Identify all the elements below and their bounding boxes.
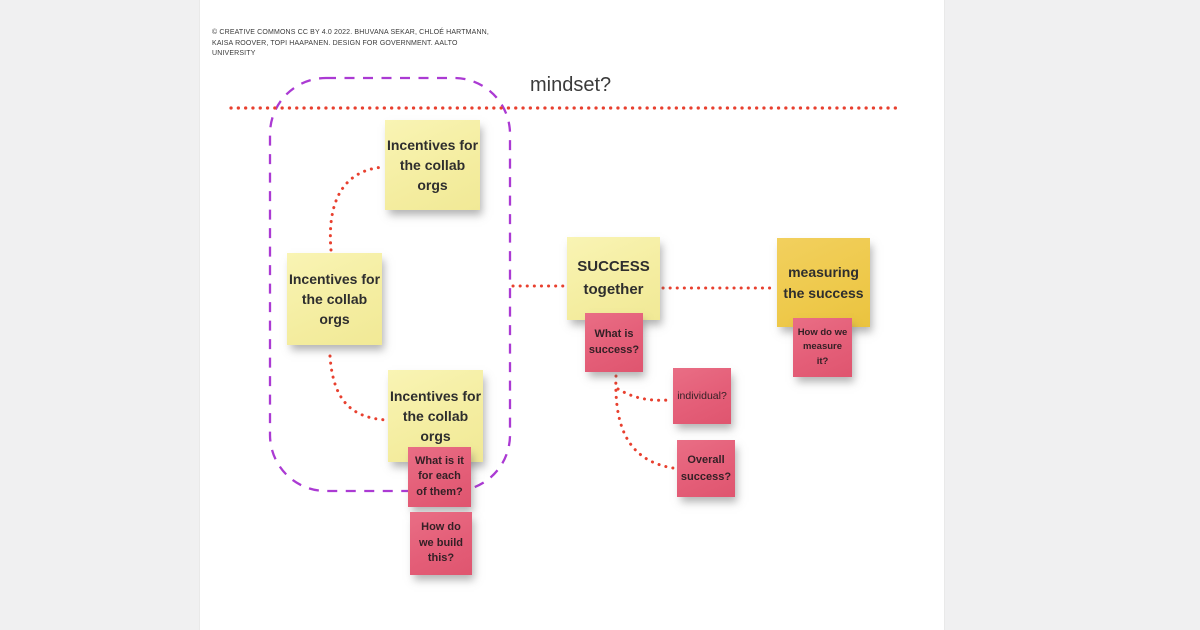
sticky-note-overall-success[interactable]: Overall success? bbox=[677, 440, 735, 497]
sticky-note-success-together[interactable]: SUCCESS together bbox=[567, 237, 660, 320]
copyright-text: © CREATIVE COMMONS CC BY 4.0 2022. BHUVA… bbox=[212, 29, 489, 57]
sticky-note-what-is-it-for-each[interactable]: What is it for each of them? bbox=[408, 447, 471, 507]
sticky-note-incentives-left[interactable]: Incentives for the collab orgs bbox=[287, 253, 382, 345]
sticky-note-what-is-success[interactable]: What is success? bbox=[585, 313, 643, 372]
sticky-note-individual[interactable]: individual? bbox=[673, 368, 731, 424]
sticky-note-measuring-the-success[interactable]: measuring the success bbox=[777, 238, 870, 327]
sticky-note-incentives-top[interactable]: Incentives for the collab orgs bbox=[385, 120, 480, 210]
sticky-note-how-do-we-build[interactable]: How do we build this? bbox=[410, 512, 472, 575]
section-label-mindset[interactable]: mindset? bbox=[530, 74, 612, 96]
sticky-note-how-do-we-measure[interactable]: How do we measure it? bbox=[793, 318, 852, 377]
